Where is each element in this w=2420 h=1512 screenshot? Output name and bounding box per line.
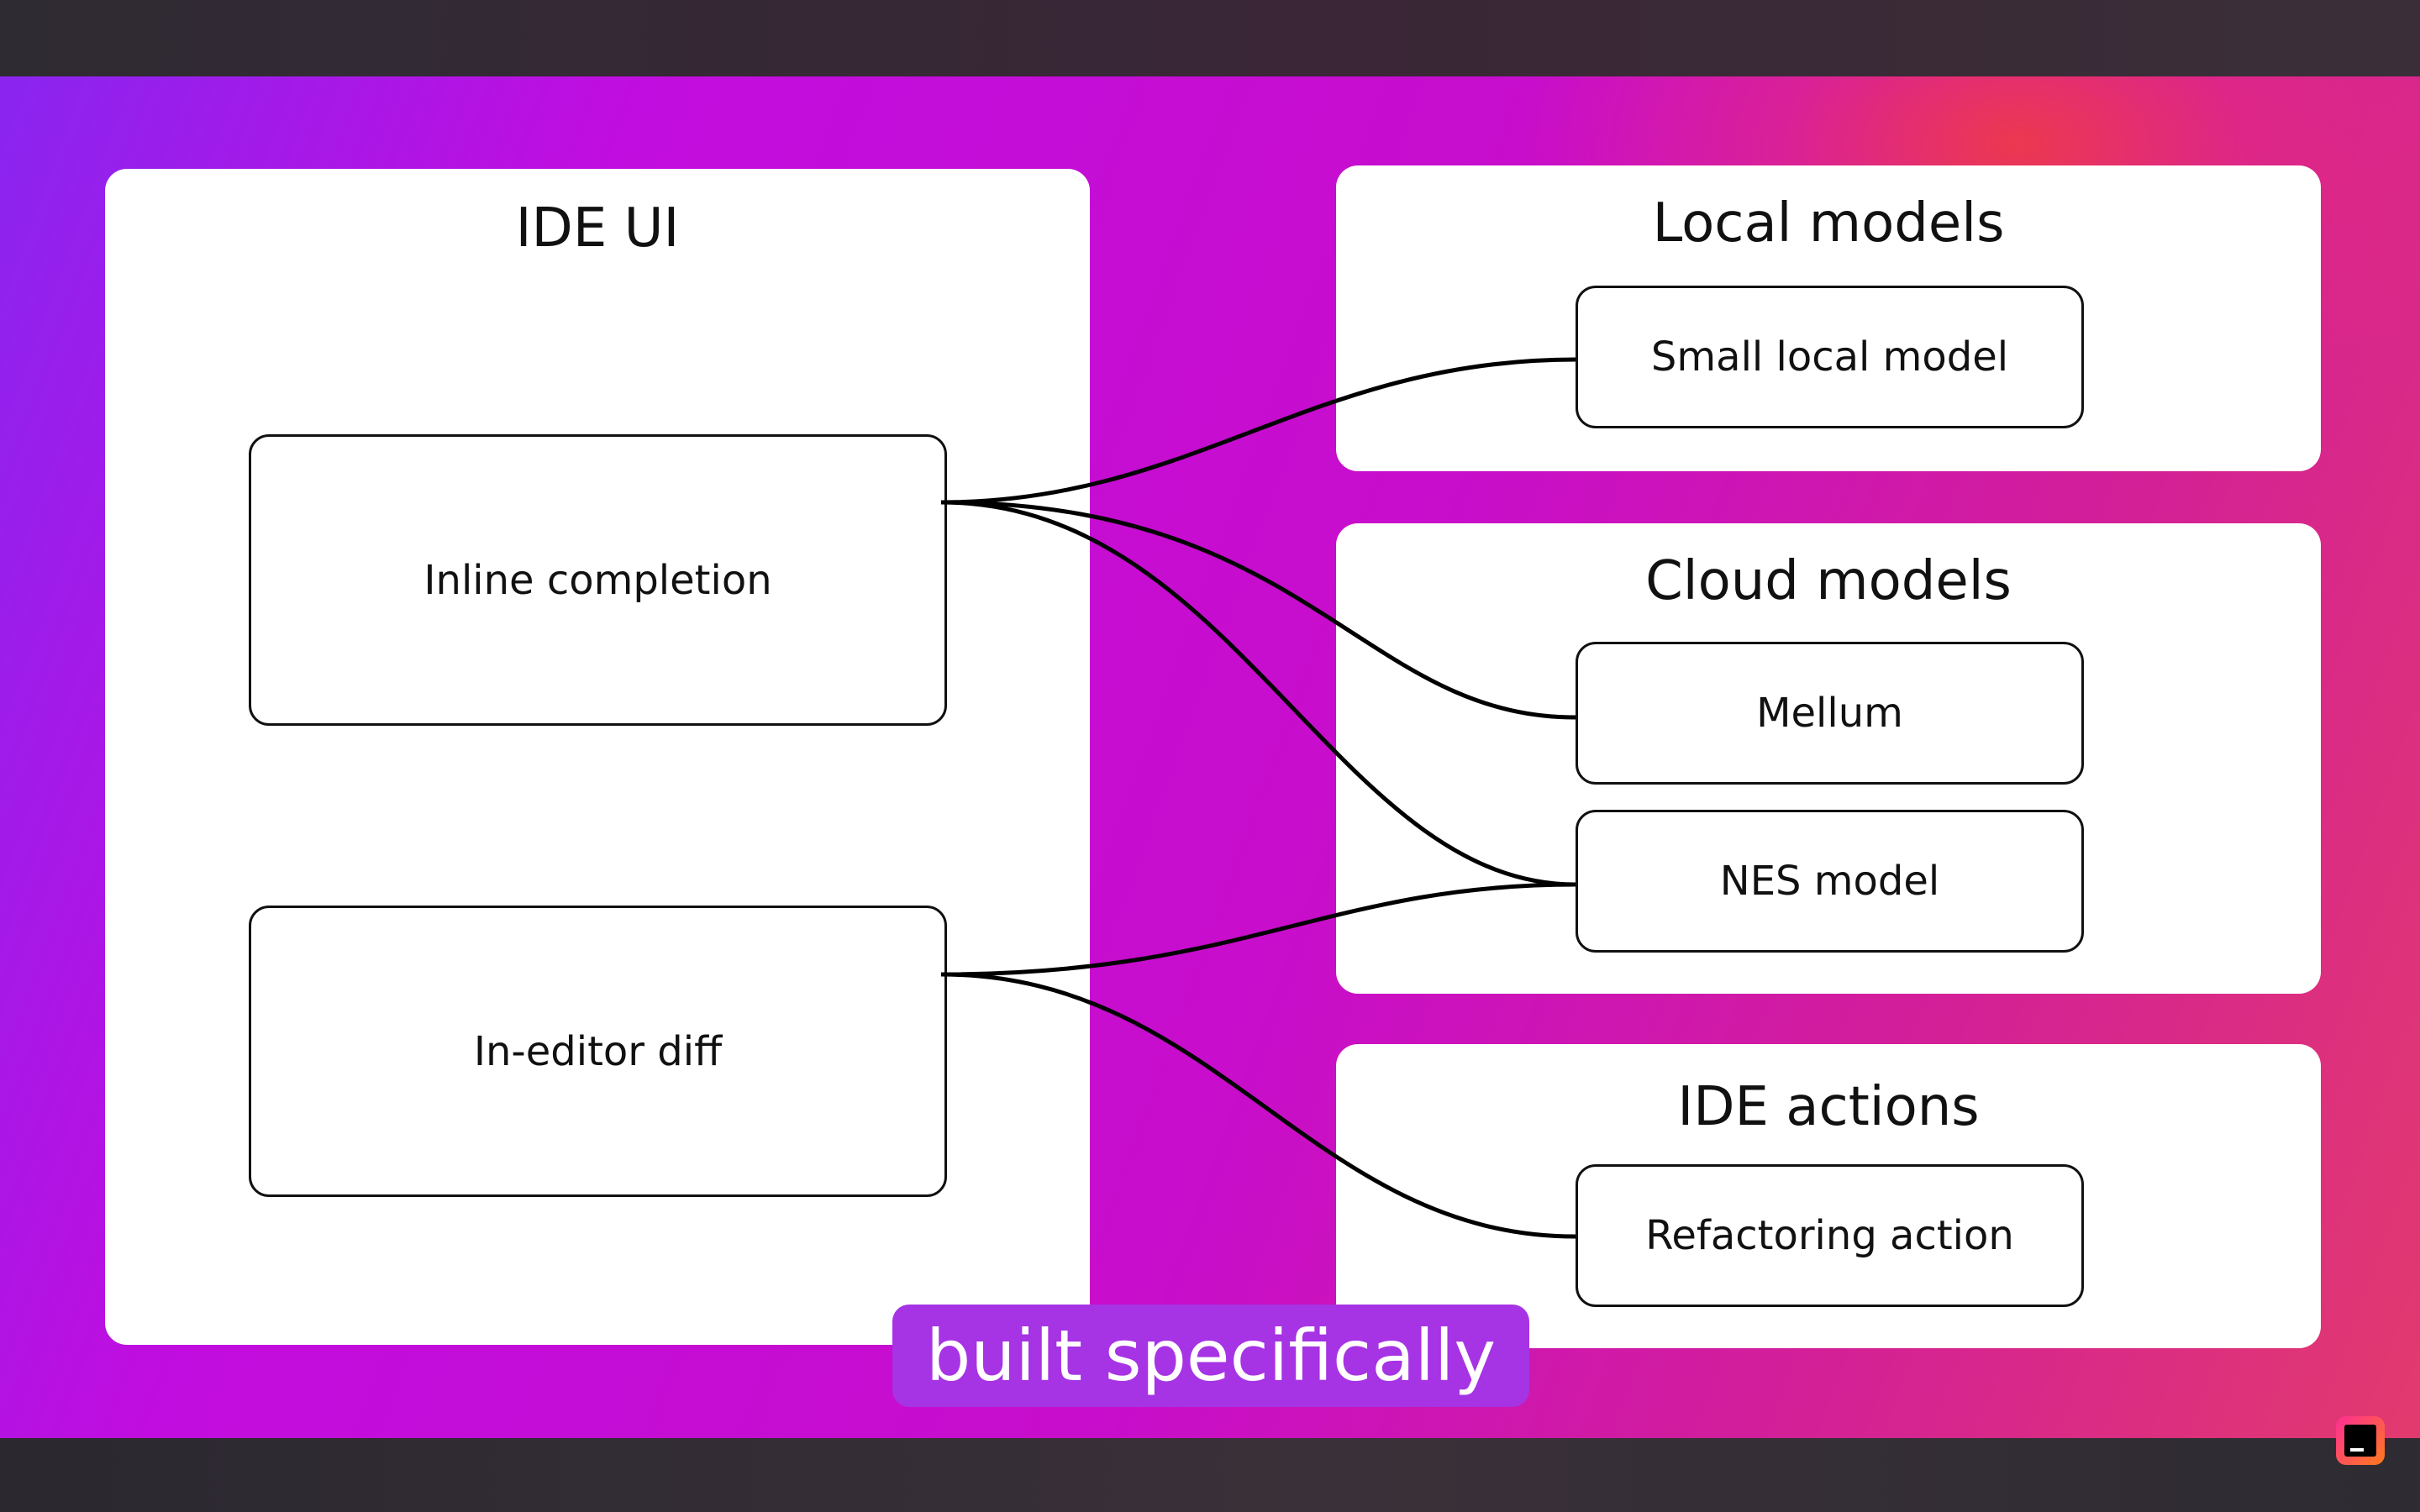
logo-dash <box>2350 1448 2364 1452</box>
ide-actions-title: IDE actions <box>1677 1076 1980 1138</box>
refactoring-action-node: Refactoring action <box>1576 1164 2084 1307</box>
cloud-models-panel: Cloud models Mellum NES model <box>1336 523 2321 994</box>
small-local-model-node: Small local model <box>1576 286 2084 428</box>
letterbox-bottom <box>0 1438 2420 1512</box>
ide-ui-title: IDE UI <box>515 197 680 260</box>
nes-model-node: NES model <box>1576 810 2084 953</box>
inline-completion-node: Inline completion <box>249 434 947 726</box>
letterbox-top <box>0 0 2420 76</box>
mellum-node: Mellum <box>1576 642 2084 785</box>
in-editor-diff-node: In-editor diff <box>249 906 947 1197</box>
local-models-title: Local models <box>1652 192 2005 255</box>
local-models-panel: Local models Small local model <box>1336 165 2321 471</box>
ide-actions-panel: IDE actions Refactoring action <box>1336 1044 2321 1348</box>
ide-ui-panel: IDE UI Inline completion In-editor diff <box>105 169 1090 1345</box>
logo-square <box>2344 1425 2376 1457</box>
subtitle-caption: built specifically <box>892 1305 1529 1407</box>
cloud-models-title: Cloud models <box>1645 550 2012 612</box>
diagram-slide: IDE UI Inline completion In-editor diff … <box>0 76 2420 1438</box>
jetbrains-logo-icon <box>2336 1416 2385 1465</box>
